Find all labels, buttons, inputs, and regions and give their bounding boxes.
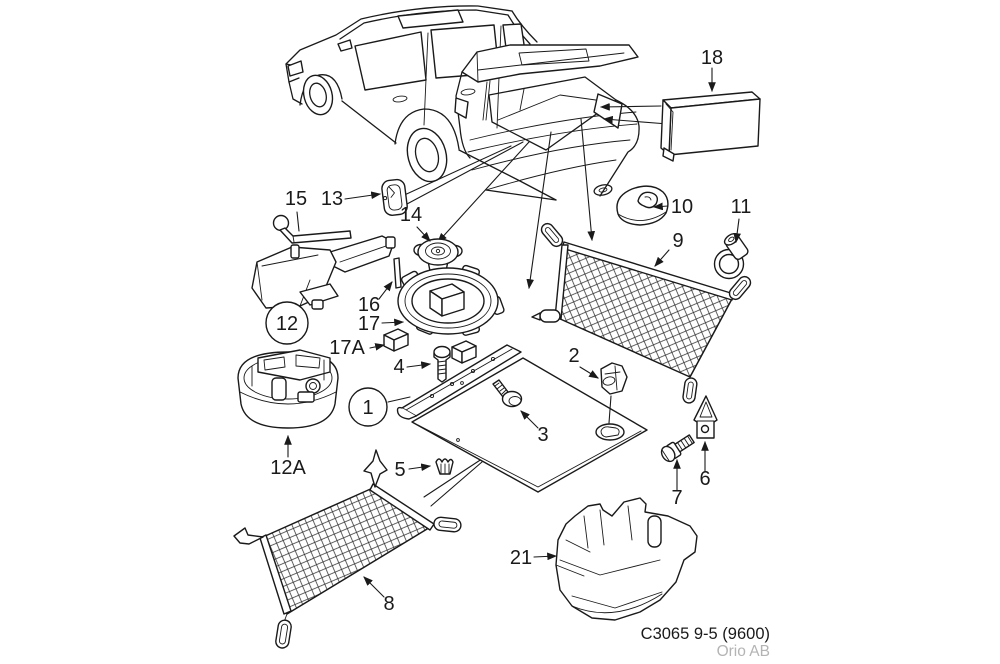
part-label-17a: 17A: [329, 337, 365, 359]
part-label-17: 17: [358, 313, 380, 335]
side-mirror: [337, 39, 353, 52]
net9-hook-top-right: [728, 275, 752, 301]
part-17a-foam-block-left: [383, 328, 409, 352]
rear-wheel: [406, 127, 448, 183]
part-12a-tool-tray: [237, 349, 339, 429]
panel-handle-hole: [595, 423, 625, 441]
net9-hook-bottom-left: [531, 309, 561, 323]
part-18-cover-box: [660, 91, 761, 162]
part-label-6: 6: [699, 468, 710, 490]
part-11-ring-bolt: [713, 232, 749, 280]
part-9-cargo-net: [531, 222, 752, 404]
part-label-11: 11: [731, 196, 752, 218]
part-10-hook-cover: [616, 185, 669, 226]
part-5-clip: [435, 458, 454, 475]
net9-hook-bottom-right: [682, 377, 698, 404]
part-label-1-circled: 1: [348, 387, 388, 427]
part-label-14: 14: [400, 204, 422, 226]
part-label-12-circled: 12: [265, 301, 309, 345]
part-17a-foam-block-right: [451, 340, 477, 364]
part-13-strap-loop: [381, 178, 408, 216]
headlight: [287, 60, 304, 77]
front-door-window: [354, 31, 427, 91]
part-17-retainer-ring: [397, 264, 505, 336]
part-label-9: 9: [672, 230, 683, 252]
part-label-18: 18: [701, 47, 723, 69]
part-label-8: 8: [383, 593, 394, 615]
diagram-code: C3065 9-5 (9600): [641, 625, 770, 643]
taillight: [593, 93, 623, 129]
part-label-12a: 12A: [270, 457, 306, 479]
net8-hook-bottom: [275, 613, 292, 649]
net8-hook-top: [363, 449, 388, 488]
part-6-hook-bracket: [693, 395, 718, 439]
car-illustration: [285, 5, 640, 201]
left-taillight: [454, 97, 469, 119]
foam-block-inside-ring: [429, 283, 465, 317]
part-1-floor-panel: [396, 344, 648, 493]
part-label-4: 4: [393, 356, 404, 378]
part-label-21: 21: [510, 547, 532, 569]
label-leader-lines: [284, 67, 741, 598]
part-12-jack-assembly: [251, 235, 396, 310]
front-wheel: [302, 74, 334, 116]
leader-lines-trunk: [386, 103, 669, 507]
part-labels: 18 15 13 14 16 17 17A 4 12A 5 3 2 10 11 …: [265, 47, 752, 615]
net8-hook-left: [233, 527, 264, 545]
part-label-15: 15: [285, 188, 307, 210]
part-label-2: 2: [568, 345, 579, 367]
net8-hook-right: [433, 516, 462, 533]
part-label-10: 10: [671, 196, 693, 218]
caption-block: C3065 9-5 (9600) Orio AB: [641, 625, 770, 660]
part-2-latch: [600, 362, 628, 424]
net9-hook-top-left: [540, 222, 564, 248]
part-7-bolt: [660, 434, 695, 463]
part-label-5: 5: [394, 459, 405, 481]
part-8-cargo-net: [233, 449, 462, 649]
part-label-12: 12: [276, 313, 298, 335]
publisher-name: Orio AB: [717, 643, 770, 660]
part-15-wheel-wrench: [272, 214, 352, 244]
part-3-screw: [492, 379, 523, 408]
part-label-13: 13: [321, 188, 343, 210]
part-16-pin: [393, 257, 402, 289]
part-21-foam-insert: [555, 497, 698, 621]
part-label-16: 16: [358, 294, 380, 316]
part-14-wing-nut: [413, 238, 463, 272]
sunroof: [397, 9, 464, 29]
trunk-lid-open: [461, 44, 639, 83]
panel-rail: [396, 344, 522, 420]
part-4-screw: [433, 345, 451, 383]
part-label-1: 1: [362, 397, 373, 419]
part-label-7: 7: [671, 487, 682, 509]
part-label-3: 3: [537, 424, 548, 446]
